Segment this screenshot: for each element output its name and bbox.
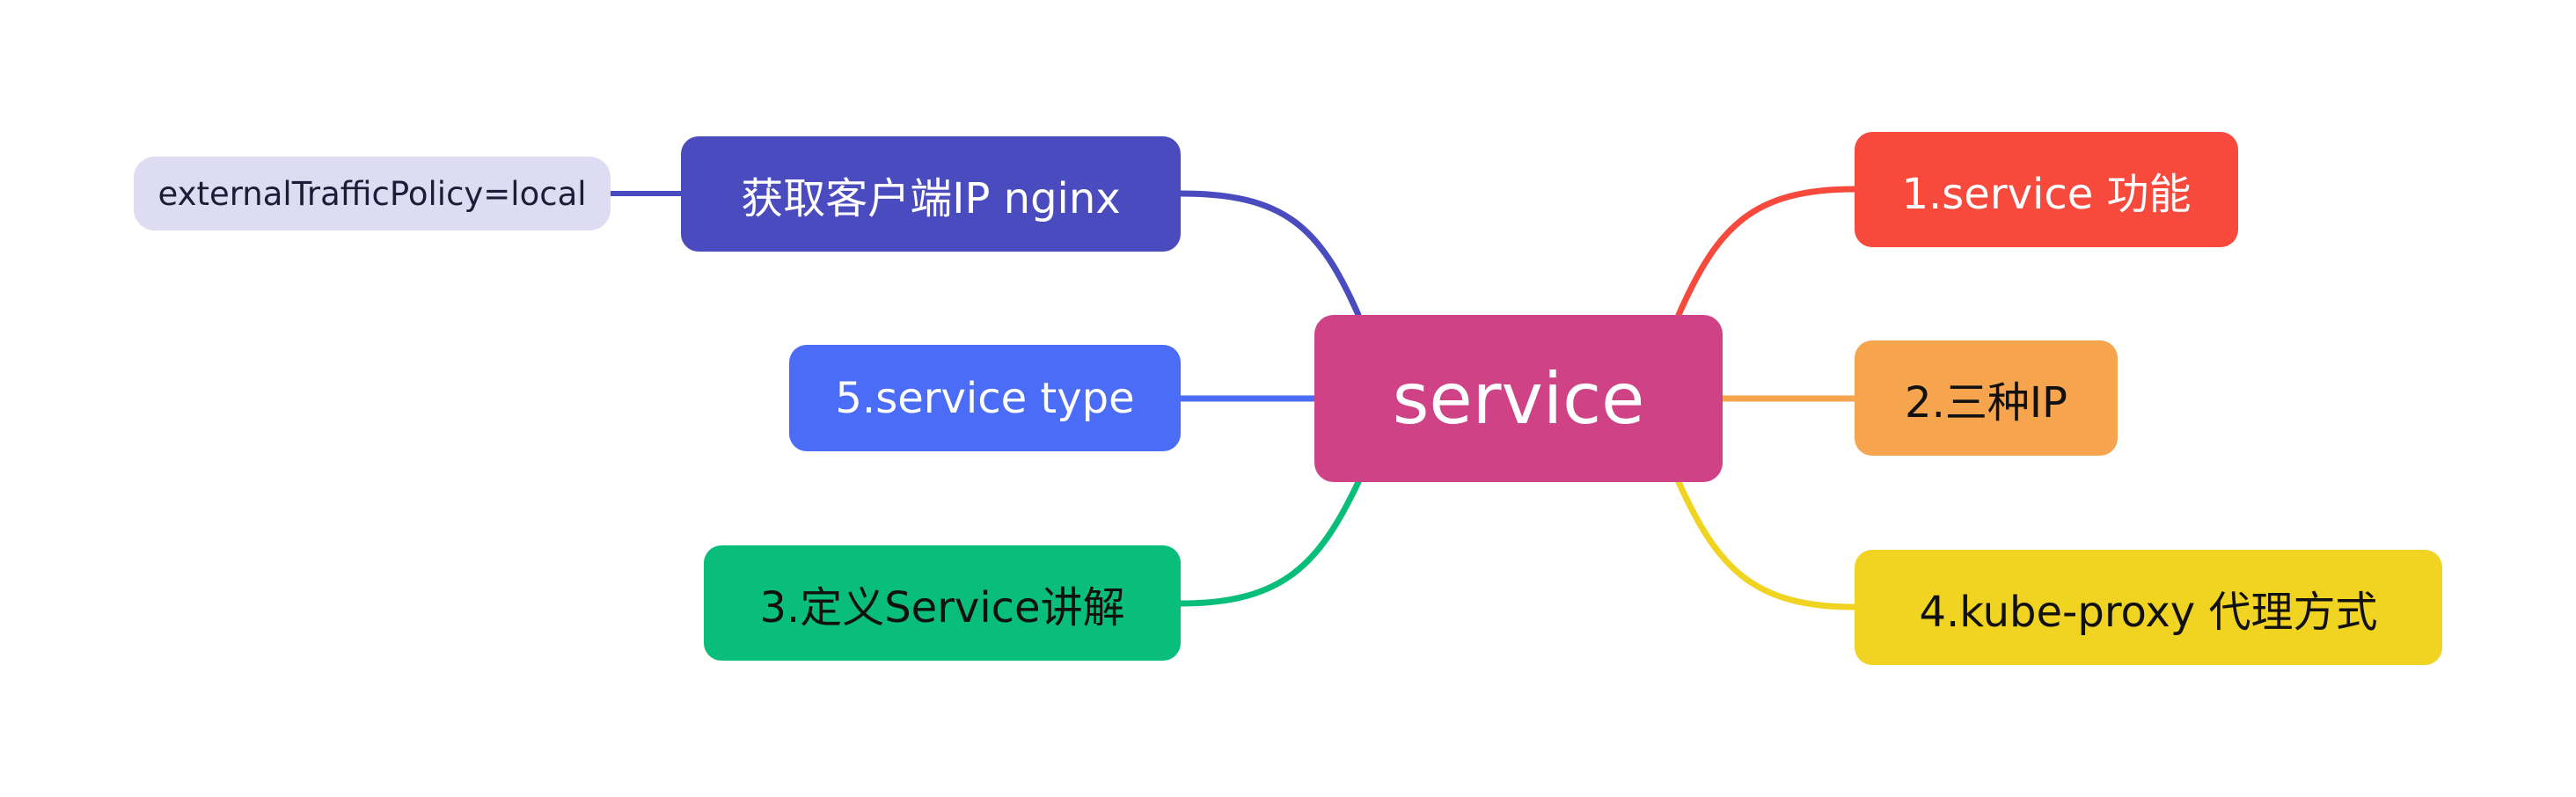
topic-define-service[interactable]: 3.定义Service讲解 [704, 545, 1181, 661]
link-proxy [1675, 479, 1858, 611]
topic-service-function-label: 1.service 功能 [1901, 169, 2192, 219]
central-topic-label: service [1392, 357, 1645, 440]
topic-client-ip-label: 获取客户端IP nginx [741, 173, 1121, 223]
link-func [1675, 186, 1858, 318]
central-topic[interactable]: service [1314, 315, 1723, 482]
topic-kube-proxy-label: 4.kube-proxy 代理方式 [1919, 587, 2378, 637]
link-define [1177, 479, 1362, 607]
topic-kube-proxy[interactable]: 4.kube-proxy 代理方式 [1855, 550, 2442, 665]
subtopic-external-traffic-policy-label: externalTrafficPolicy=local [157, 174, 587, 213]
topic-define-service-label: 3.定义Service讲解 [759, 582, 1125, 632]
topic-client-ip[interactable]: 获取客户端IP nginx [681, 136, 1181, 252]
topic-three-ips[interactable]: 2.三种IP [1855, 340, 2118, 456]
link-client-ip [1177, 190, 1362, 318]
subtopic-external-traffic-policy[interactable]: externalTrafficPolicy=local [134, 157, 611, 230]
topic-service-function[interactable]: 1.service 功能 [1855, 132, 2238, 247]
topic-service-type-label: 5.service type [835, 373, 1135, 423]
topic-three-ips-label: 2.三种IP [1905, 377, 2067, 428]
topic-service-type[interactable]: 5.service type [789, 345, 1181, 451]
